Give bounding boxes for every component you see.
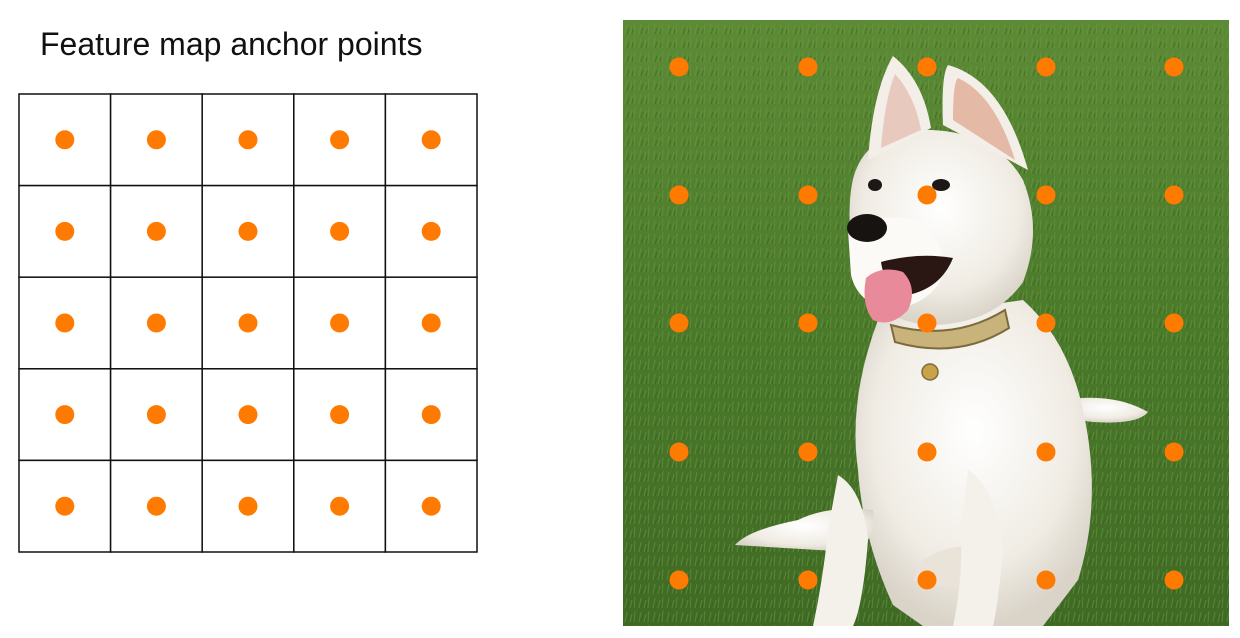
grid-anchor-point: [330, 221, 350, 241]
image-anchor-point: [669, 57, 689, 77]
grid-anchor-point: [55, 405, 75, 425]
grid-anchor-point: [421, 496, 441, 516]
grid-anchor-point: [421, 313, 441, 333]
grid-anchor-point: [146, 405, 166, 425]
puppy-photo: [623, 20, 1229, 626]
image-anchor-point: [1164, 185, 1184, 205]
image-anchor-point: [917, 570, 937, 590]
grid-anchor-point: [330, 130, 350, 150]
image-anchor-point: [669, 185, 689, 205]
grid-anchor-point: [238, 496, 258, 516]
grid-anchor-point: [238, 221, 258, 241]
image-anchor-point: [798, 185, 818, 205]
image-anchor-point: [1036, 570, 1056, 590]
puppy: [735, 56, 1148, 626]
image-anchor-point: [798, 570, 818, 590]
grid-anchor-point: [55, 496, 75, 516]
image-anchor-points: [669, 57, 1184, 590]
image-anchor-point: [798, 57, 818, 77]
grid-anchor-point: [146, 130, 166, 150]
image-anchor-point: [669, 313, 689, 333]
image-anchor-point: [1164, 313, 1184, 333]
grid-anchor-point: [55, 313, 75, 333]
image-anchor-point: [798, 313, 818, 333]
diagram-title: Feature map anchor points: [40, 26, 423, 62]
puppy-photo-panel: [623, 20, 1229, 626]
image-anchor-point: [1164, 442, 1184, 462]
grid-anchor-point: [330, 496, 350, 516]
image-anchor-point: [917, 442, 937, 462]
feature-map-grid-svg: [18, 93, 478, 553]
image-anchor-point: [798, 442, 818, 462]
grid-anchor-point: [238, 405, 258, 425]
grid-anchor-point: [330, 405, 350, 425]
grid-anchor-point: [238, 313, 258, 333]
grid-anchor-point: [238, 130, 258, 150]
grid-anchor-point: [55, 130, 75, 150]
image-anchor-point: [1164, 570, 1184, 590]
feature-map-grid: [18, 93, 478, 553]
image-anchor-point: [669, 442, 689, 462]
image-anchor-point: [1036, 185, 1056, 205]
grid-anchor-point: [146, 496, 166, 516]
grid-anchor-point: [146, 313, 166, 333]
image-anchor-point: [1036, 57, 1056, 77]
image-anchor-point: [1164, 57, 1184, 77]
grid-anchor-point: [421, 130, 441, 150]
grid-anchor-point: [146, 221, 166, 241]
image-anchor-point: [1036, 442, 1056, 462]
image-anchor-point: [917, 57, 937, 77]
grid-anchor-point: [330, 313, 350, 333]
grid-anchor-point: [421, 221, 441, 241]
image-anchor-point: [1036, 313, 1056, 333]
grid-anchor-point: [421, 405, 441, 425]
grid-anchor-point: [55, 221, 75, 241]
image-anchor-point: [917, 185, 937, 205]
image-anchor-point: [917, 313, 937, 333]
image-anchor-point: [669, 570, 689, 590]
